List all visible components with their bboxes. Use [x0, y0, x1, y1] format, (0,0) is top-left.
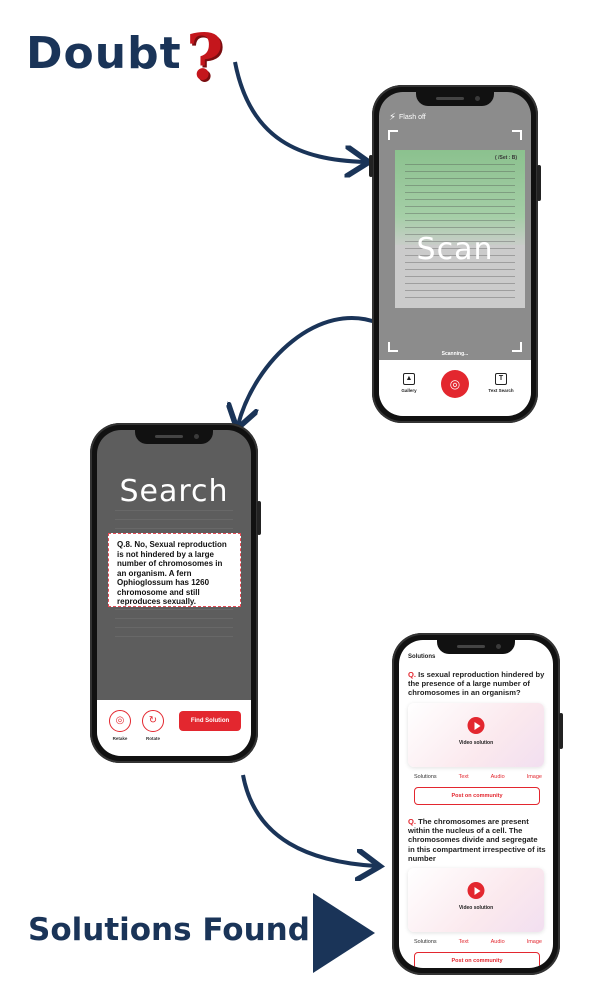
play-triangle-icon — [313, 893, 375, 973]
search-toolbar: ◎ Retake ↻ Rotate Find Solution — [97, 700, 251, 756]
question-mark-icon: ? — [186, 20, 224, 95]
paper-text-lines — [405, 164, 515, 298]
camera-icon: ◎ — [115, 715, 125, 726]
search-phone: Search Q.8. No, Sexual reproduction is n… — [90, 423, 261, 763]
scan-toolbar: ▲ Gallery ◎ T Text Search — [379, 360, 531, 416]
cropped-question[interactable]: Q.8. No, Sexual reproduction is not hind… — [108, 533, 241, 607]
question-1-text: Is sexual reproduction hindered by the p… — [408, 670, 545, 698]
retake-label: Retake — [112, 736, 128, 741]
gallery-icon: ▲ — [403, 373, 415, 385]
frame-corner-icon — [512, 342, 522, 352]
power-button — [257, 501, 261, 535]
frame-corner-icon — [512, 130, 522, 140]
search-screen: Search Q.8. No, Sexual reproduction is n… — [97, 430, 251, 756]
solution-tabs: Solutions Text Audio Image — [414, 939, 542, 945]
capture-button[interactable]: ◎ — [441, 370, 469, 398]
doubt-heading: Doubt — [26, 28, 182, 79]
solutions-found-heading: Solutions Found — [28, 912, 310, 948]
scanning-status: Scanning... — [441, 351, 469, 357]
solutions-header: Solutions — [408, 654, 436, 660]
question-2-text: The chromosomes are present within the n… — [408, 817, 546, 863]
video-solution-card[interactable]: Video solution — [408, 868, 544, 932]
scan-phone: ⚡ Flash off ( /Set : B) Scan Scanning...… — [369, 85, 541, 423]
arrow-search-to-solutions — [241, 774, 376, 866]
scan-highlight — [395, 150, 525, 245]
play-icon[interactable] — [467, 882, 485, 899]
tab-audio[interactable]: Audio — [490, 774, 505, 780]
arrow-doubt-to-scan — [233, 61, 365, 162]
rotate-button[interactable]: ↻ — [142, 710, 164, 732]
question-2: Q. The chromosomes are present within th… — [408, 817, 546, 863]
retake-button[interactable]: ◎ — [109, 710, 131, 732]
play-icon[interactable] — [467, 717, 485, 734]
power-button — [559, 713, 563, 749]
text-search-icon: T — [495, 373, 507, 385]
phone-notch — [416, 92, 494, 106]
solution-tabs: Solutions Text Audio Image — [414, 774, 542, 780]
solutions-phone: Solutions Q. Is sexual reproduction hind… — [392, 633, 563, 975]
power-button — [537, 165, 541, 201]
tab-image[interactable]: Image — [526, 939, 542, 945]
video-solution-label: Video solution — [458, 905, 494, 911]
scan-overlay-word: Scan — [416, 232, 494, 267]
gallery-label: Gallery — [401, 388, 417, 393]
phone-notch — [437, 640, 515, 654]
camera-icon: ◎ — [449, 377, 461, 391]
solutions-screen: Solutions Q. Is sexual reproduction hind… — [399, 640, 553, 968]
find-solution-button[interactable]: Find Solution — [179, 711, 241, 731]
question-1: Q. Is sexual reproduction hindered by th… — [408, 670, 546, 698]
gallery-button[interactable]: ▲ Gallery — [389, 373, 429, 393]
text-search-button[interactable]: T Text Search — [481, 373, 521, 393]
tab-solutions[interactable]: Solutions — [414, 939, 437, 945]
video-solution-label: Video solution — [458, 740, 494, 746]
rotate-icon: ↻ — [148, 715, 158, 726]
question-label: Q. — [408, 670, 417, 679]
scanned-paper: ( /Set : B) — [395, 150, 525, 308]
phone-notch — [135, 430, 213, 444]
tab-image[interactable]: Image — [526, 774, 542, 780]
tab-text[interactable]: Text — [458, 939, 469, 945]
scan-screen: ⚡ Flash off ( /Set : B) Scan Scanning...… — [379, 92, 531, 416]
search-overlay-word: Search — [119, 474, 229, 509]
post-community-button[interactable]: Post on community — [414, 787, 540, 805]
paper-header: ( /Set : B) — [495, 155, 517, 161]
tab-audio[interactable]: Audio — [490, 939, 505, 945]
bolt-icon: ⚡ — [389, 112, 397, 123]
rotate-label: Rotate — [145, 736, 160, 741]
post-community-button[interactable]: Post on community — [414, 952, 540, 968]
text-search-label: Text Search — [488, 388, 514, 393]
frame-corner-icon — [388, 342, 398, 352]
tab-text[interactable]: Text — [458, 774, 469, 780]
question-label: Q. — [408, 817, 417, 826]
frame-corner-icon — [388, 130, 398, 140]
video-solution-card[interactable]: Video solution — [408, 703, 544, 767]
tab-solutions[interactable]: Solutions — [414, 774, 437, 780]
flash-label: Flash off — [399, 114, 426, 121]
flash-toggle[interactable]: ⚡ Flash off — [389, 112, 426, 123]
volume-button — [369, 155, 373, 177]
arrow-scan-to-search — [238, 316, 379, 425]
